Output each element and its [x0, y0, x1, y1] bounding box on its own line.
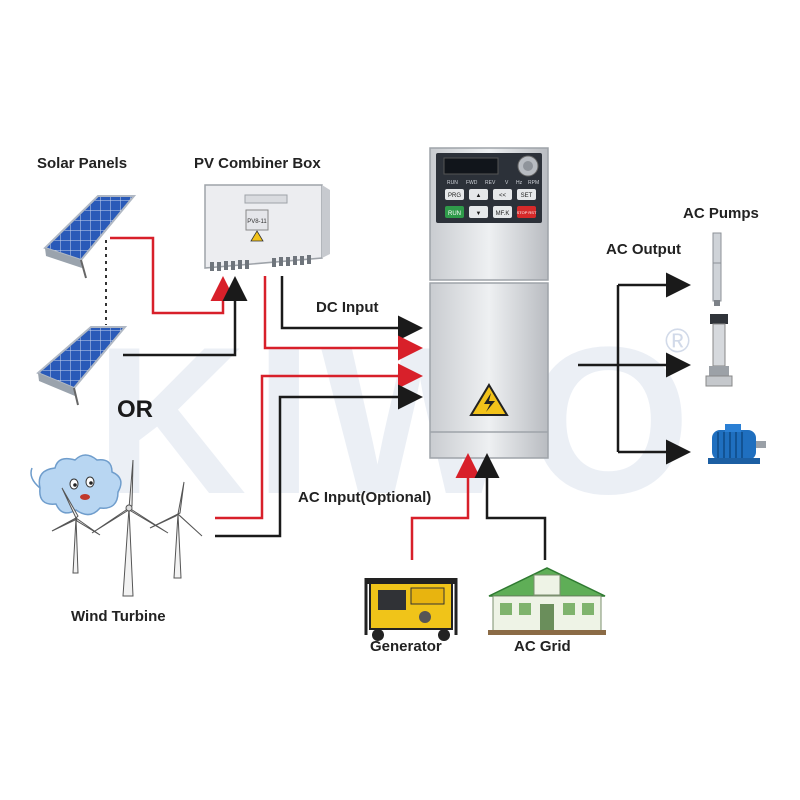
label-generator: Generator [370, 638, 442, 655]
indicator-rpm: RPM [528, 180, 539, 186]
solar-panel-bottom [36, 326, 128, 406]
indicator-rev: REV [485, 180, 496, 186]
indicator-v: V [505, 180, 509, 186]
solar-pump-inverter: RUN FWD REV V Hz RPM PRG ▲ << SET RUN ▼ [429, 147, 549, 459]
pv-combiner-box: PV8-11 [204, 184, 330, 271]
label-solar-panels: Solar Panels [37, 155, 128, 172]
key-stop-rst: STOP RST [517, 210, 537, 215]
wire-wind-black [215, 384, 423, 538]
label-wind-turbine: Wind Turbine [71, 608, 166, 625]
key-prg: PRG [448, 193, 461, 199]
high-voltage-warning-icon [469, 383, 509, 416]
wind-turbine-small [51, 487, 101, 574]
wire-generator-ac [410, 453, 481, 560]
label-ac-input-optional: AC Input(Optional) [298, 489, 432, 506]
key-shift: << [499, 193, 507, 199]
wire-solar-negative [123, 276, 248, 357]
submersible-pump [712, 232, 722, 306]
key-mfk: MF.K [496, 211, 510, 217]
wire-wind-red [215, 363, 423, 520]
wire-dc-negative [280, 276, 423, 341]
multistage-pump [705, 314, 733, 387]
warning-icon [250, 230, 264, 242]
watermark-logo: KIWO [95, 303, 699, 538]
electric-motor-pump [708, 424, 766, 464]
label-ac-pumps: AC Pumps [683, 205, 759, 222]
label-or: OR [117, 396, 153, 423]
label-ac-grid: AC Grid [514, 638, 571, 655]
key-up: ▲ [476, 193, 482, 199]
key-run: RUN [448, 211, 461, 217]
wind-turbine-large [91, 459, 169, 597]
wire-grid-ac [474, 453, 547, 560]
indicator-run: RUN [447, 180, 458, 186]
key-down: ▼ [476, 211, 482, 217]
indicator-hz: Hz [516, 180, 523, 186]
wire-solar-positive [110, 236, 236, 315]
wind-cloud-mascot [30, 454, 122, 516]
indicator-fwd: FWD [466, 180, 478, 186]
combiner-plate-text: PV8-11 [247, 219, 267, 225]
wind-turbine-medium [149, 481, 203, 579]
label-pv-combiner-box: PV Combiner Box [194, 155, 321, 172]
label-dc-input: DC Input [316, 299, 379, 316]
generator-icon [364, 578, 458, 641]
label-ac-output: AC Output [606, 241, 681, 258]
ac-grid-house-icon [488, 567, 606, 635]
wire-dc-positive [263, 276, 423, 361]
solar-panel-top [43, 195, 137, 279]
key-set: SET [521, 193, 533, 199]
